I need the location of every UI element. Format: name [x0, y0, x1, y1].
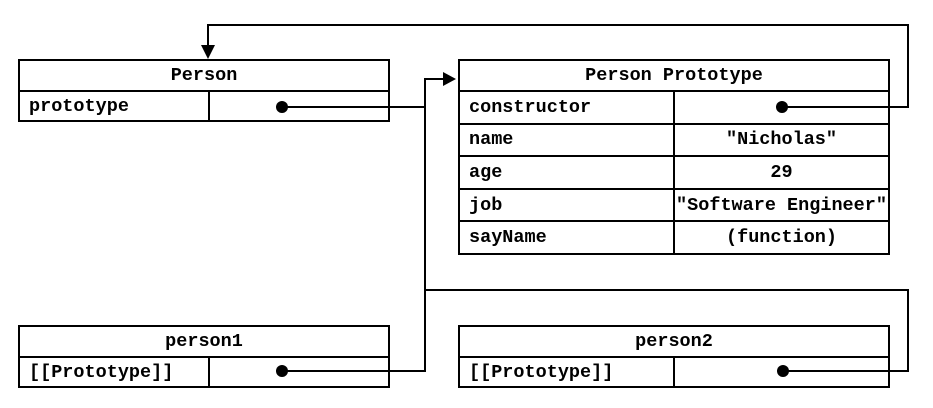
property-name: age [460, 157, 675, 188]
property-value: "Nicholas" [725, 129, 838, 151]
property-value-pointer-cell [675, 358, 888, 386]
property-name: job [460, 189, 675, 221]
arrowhead-down-into-person [201, 45, 215, 59]
property-value-pointer-cell [675, 92, 888, 123]
person-prototype-rows: constructor name "Nicholas" age 29 job "… [460, 92, 888, 253]
box-title-person2: person2 [460, 327, 888, 358]
property-value-pointer-cell [210, 92, 388, 120]
property-name: [[Prototype]] [460, 358, 675, 386]
property-value: 29 [770, 161, 793, 183]
property-value: (function) [725, 227, 838, 249]
property-row-internal-prototype: [[Prototype]] [20, 358, 388, 386]
property-name: prototype [20, 92, 210, 120]
property-row-name: name "Nicholas" [460, 124, 888, 158]
person-constructor-box: Person prototype [18, 59, 390, 122]
arrowhead-right-into-person-prototype [443, 72, 456, 86]
property-row-age: age 29 [460, 157, 888, 190]
property-row-constructor: constructor [460, 92, 888, 125]
property-name: [[Prototype]] [20, 358, 210, 386]
property-value: "Software Engineer" [676, 194, 887, 216]
person1-instance-box: person1 [[Prototype]] [18, 325, 390, 388]
property-name: constructor [460, 92, 675, 123]
person1-rows: [[Prototype]] [20, 358, 388, 386]
person-rows: prototype [20, 92, 388, 120]
property-row-job: job "Software Engineer" [460, 189, 888, 223]
property-name: sayName [460, 222, 675, 253]
person2-rows: [[Prototype]] [460, 358, 888, 386]
box-title-person1: person1 [20, 327, 388, 358]
box-title-person: Person [20, 61, 388, 92]
property-value-pointer-cell [210, 358, 388, 386]
person2-instance-box: person2 [[Prototype]] [458, 325, 890, 388]
property-row-sayname: sayName (function) [460, 222, 888, 253]
person-prototype-box: Person Prototype constructor name "Nicho… [458, 59, 890, 255]
box-title-person-prototype: Person Prototype [460, 61, 888, 92]
property-name: name [460, 124, 675, 156]
property-row-prototype: prototype [20, 92, 388, 120]
property-row-internal-prototype: [[Prototype]] [460, 358, 888, 386]
